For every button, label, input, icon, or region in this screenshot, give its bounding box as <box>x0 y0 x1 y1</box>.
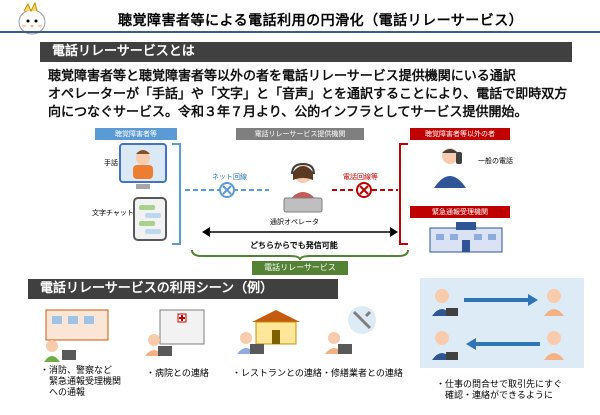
work-scene-illustration <box>432 289 564 360</box>
phone-line-connection <box>332 182 398 198</box>
phone-user-illustration <box>434 148 466 188</box>
label-text-chat: 文字チャット <box>92 209 134 217</box>
mascot-icon <box>18 2 46 35</box>
net-line-connection <box>185 182 269 198</box>
operator-illustration <box>283 162 323 213</box>
box-label-emergency-agency: 緊急通報受理機関 <box>410 206 510 218</box>
box-label-non-impaired: 聴覚障害者等以外の者 <box>410 128 510 140</box>
service-brace <box>191 249 409 260</box>
scene-caption-line: への通報 <box>40 388 86 398</box>
scene-caption-line: 確認・連絡ができるように <box>436 391 553 401</box>
bidirectional-arrow <box>202 227 398 237</box>
description-line: オペレーターが「手話」や「文字」と「音声」とを通訳することにより、電話で即時双方 <box>48 87 568 102</box>
scene-caption-work: ・仕事の問合せで取引先にすぐ 確認・連絡ができるように <box>436 380 562 402</box>
section-heading-scenes: 電話リレーサービスの利用シーン（例） <box>28 279 338 299</box>
label-phone-line: 電話回線等 <box>343 173 378 181</box>
section-heading-about: 電話リレーサービスとは <box>40 42 572 62</box>
scene-caption-repair: ・修繕業者との連絡 <box>322 369 403 379</box>
repair-scene-illustration <box>325 306 376 354</box>
label-both-ways: どちらからでも発信可能 <box>250 241 338 250</box>
right-bracket <box>399 143 408 245</box>
service-bar: 電話リレーサービス <box>252 261 348 275</box>
scene-caption-line: ・仕事の問合せで取引先にすぐ <box>436 380 563 390</box>
title-underline <box>0 31 600 33</box>
page-title: 聴覚障害者等による電話利用の円滑化（電話リレーサービス） <box>118 13 524 29</box>
emergency-scene-illustration <box>44 309 109 362</box>
scene-caption-line: ・消防、警察など <box>40 366 113 376</box>
scene-caption-restaurant: ・レストランとの連絡 <box>232 369 322 379</box>
label-sign-language: 手話 <box>104 159 118 167</box>
label-operator: 通訳オペレータ <box>270 218 319 226</box>
scene-caption-hospital: ・病院との連絡 <box>146 369 209 379</box>
left-bracket <box>172 143 181 245</box>
restaurant-scene-illustration <box>237 310 300 354</box>
box-label-relay-provider: 電話リレーサービス提供機関 <box>236 128 364 140</box>
description-line: 向につなぐサービス。令和３年７月より、公的インフラとしてサービス提供開始。 <box>48 105 528 120</box>
smartphone-chat-illustration <box>133 197 167 241</box>
scene-caption-emergency: ・消防、警察など 緊急通報受理機関 への通報 <box>40 366 121 399</box>
description-line: 聴覚障害者等と聴覚障害者等以外の者を電話リレーサービス提供機関にいる通訳 <box>48 69 516 84</box>
hospital-scene-illustration <box>145 309 205 356</box>
scene-caption-line: 緊急通報受理機関 <box>40 377 122 387</box>
description: 聴覚障害者等と聴覚障害者等以外の者を電話リレーサービス提供機関にいる通訳 オペレ… <box>48 68 578 122</box>
label-net-line: ネット回線 <box>212 173 247 181</box>
police-station-illustration <box>429 222 503 253</box>
signing-person-illustration <box>119 143 167 189</box>
label-regular-phone: 一般の電話 <box>478 157 513 165</box>
box-label-hearing-impaired: 聴覚障害者等 <box>95 128 177 140</box>
